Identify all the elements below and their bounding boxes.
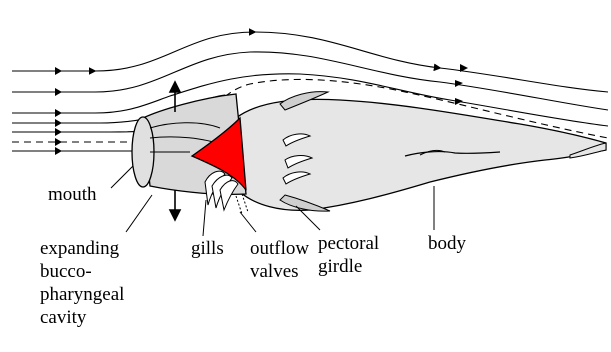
label-pectoral-girdle: pectoral girdle <box>318 232 379 278</box>
label-gills: gills <box>191 237 224 260</box>
leader-mouth <box>111 166 133 188</box>
label-cavity-line: cavity <box>40 306 124 329</box>
label-cavity-line: expanding <box>40 237 124 260</box>
arrowhead <box>55 119 62 127</box>
leader-cavity <box>126 195 152 232</box>
arrowhead <box>55 88 62 96</box>
arrowhead <box>455 80 463 87</box>
arrowhead-dashed <box>55 138 62 146</box>
label-cavity-line: bucco- <box>40 260 124 283</box>
label-cavity-line: pharyngeal <box>40 283 124 306</box>
arrowhead <box>55 128 62 136</box>
arrowhead <box>55 109 62 117</box>
streamline-1 <box>12 32 608 92</box>
label-outflow-line: outflow <box>250 237 309 260</box>
label-outflow-line: valves <box>250 260 309 283</box>
leader-gills <box>203 200 206 236</box>
arrowhead-up <box>170 82 180 92</box>
arrowhead-down <box>170 210 180 220</box>
label-outflow-valves: outflow valves <box>250 237 309 283</box>
label-mouth: mouth <box>48 183 97 206</box>
arrowhead <box>455 98 463 105</box>
outflow-valve <box>236 196 242 214</box>
label-body: body <box>428 232 466 255</box>
leader-outflow <box>240 212 256 232</box>
label-pectoral-line: pectoral <box>318 232 379 255</box>
label-cavity: expanding bucco- pharyngeal cavity <box>40 237 124 329</box>
arrowhead <box>55 67 62 75</box>
label-pectoral-line: girdle <box>318 255 379 278</box>
arrowhead <box>55 147 62 155</box>
